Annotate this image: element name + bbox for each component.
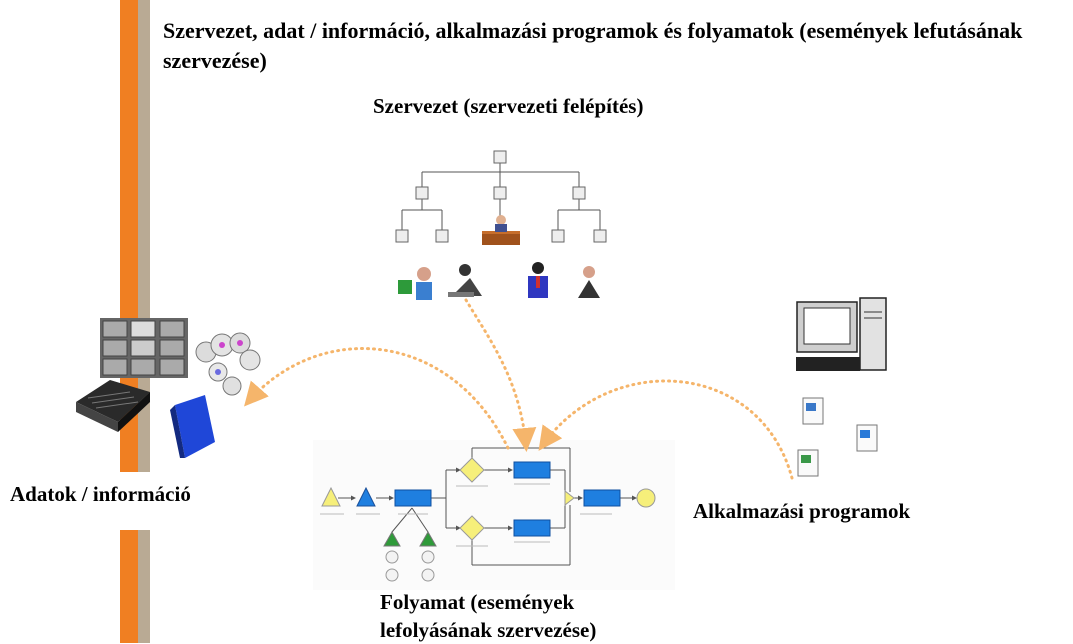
person-reading-icon <box>398 267 432 300</box>
person-phone-icon <box>578 266 600 298</box>
computer-icon <box>796 297 887 371</box>
dotted-arrows <box>244 298 794 480</box>
document-icon-1 <box>802 397 824 425</box>
document-icons <box>797 397 878 477</box>
applications-label: Alkalmazási programok <box>693 499 911 523</box>
org-chart-boxes <box>395 150 607 243</box>
filing-cabinet-icon <box>100 318 188 378</box>
process-label-line2: lefolyásának szervezése) <box>380 618 597 642</box>
data-label: Adatok / információ <box>10 482 191 506</box>
people-icon <box>398 262 600 300</box>
person-writing-icon <box>448 264 482 297</box>
printer-icon <box>76 380 150 432</box>
diagram-title: Szervezet, adat / információ, alkalmazás… <box>163 18 1023 73</box>
accent-bar-orange-bottom <box>120 530 138 643</box>
document-icon-2 <box>856 424 878 452</box>
person-standing-icon <box>528 262 548 298</box>
process-label: Folyamat (események lefolyásának szervez… <box>380 588 596 644</box>
arrow-process-to-data <box>244 347 510 450</box>
process-label-line1: Folyamat (események <box>380 590 575 614</box>
manager-desk-icon <box>482 215 520 245</box>
organization-label: Szervezet (szervezeti felépítés) <box>373 94 644 118</box>
org-chart-icon <box>401 163 601 230</box>
process-flowchart <box>313 440 675 590</box>
disk-stack-icon <box>195 332 261 396</box>
arrow-apps-to-process <box>538 379 794 480</box>
arrow-org-to-process <box>464 298 537 452</box>
document-icon-3 <box>797 449 819 477</box>
binder-icon <box>170 395 215 458</box>
accent-bar-tan-bottom <box>138 530 150 643</box>
